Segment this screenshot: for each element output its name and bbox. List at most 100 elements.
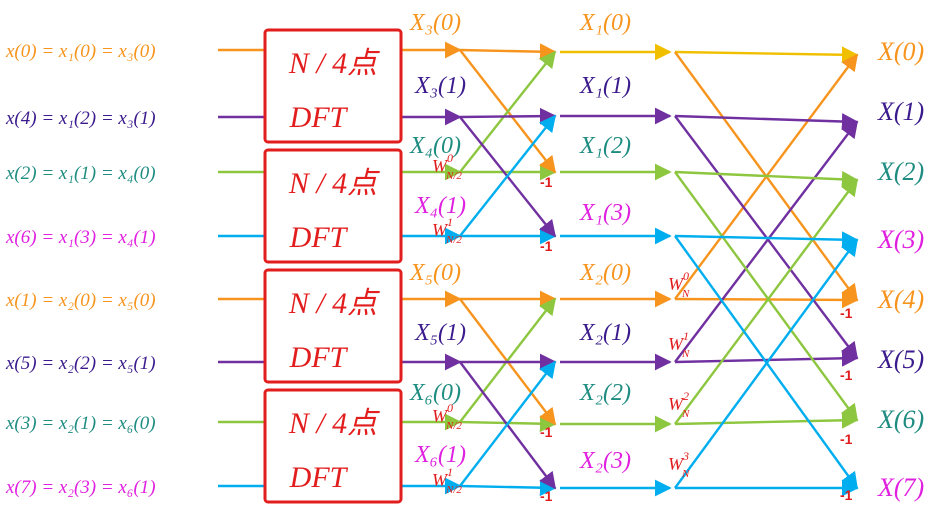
stage2-cross-line xyxy=(674,178,859,425)
twiddle-subscript: N xyxy=(681,408,690,420)
dft-block xyxy=(263,388,403,504)
twiddle-subscript: N xyxy=(681,348,690,360)
stage2-label: X₂(0) xyxy=(579,260,631,286)
output-label: X(5) xyxy=(877,345,924,374)
stage1-straight-line xyxy=(459,479,557,497)
minus-one-label: -1 xyxy=(840,305,853,321)
stage1-label: X₆(1) xyxy=(414,442,466,468)
minus-one-label: -1 xyxy=(540,424,553,440)
dft-block-subtitle: DFT xyxy=(289,101,349,134)
dft-block-title: N / 4点 xyxy=(288,47,380,80)
stage2-label: X₁(3) xyxy=(579,200,631,226)
stage2-cross-line xyxy=(674,171,858,422)
twiddle-exponent: 1 xyxy=(447,465,453,479)
twiddle-subscript: N/2 xyxy=(445,170,462,182)
minus-one-label: -1 xyxy=(540,174,553,190)
minus-one-label: -1 xyxy=(540,238,553,254)
twiddle-exponent: 0 xyxy=(447,151,453,165)
stage2-label: X₂(1) xyxy=(579,320,631,346)
stage2-straight-line xyxy=(674,46,859,64)
stage2-straight-line xyxy=(674,170,859,188)
output-label: X(2) xyxy=(877,157,924,186)
stage1-cross-line xyxy=(459,114,557,237)
minus-one-label: -1 xyxy=(540,488,553,504)
stage1-label: X₃(0) xyxy=(409,10,461,36)
stage2-label: X₁(0) xyxy=(579,10,631,36)
input-label: x(2) = x₁(1) = x₄(0) xyxy=(5,163,156,184)
stage2-label: X₂(3) xyxy=(579,448,631,474)
twiddle-exponent: 2 xyxy=(683,389,689,403)
twiddle-base: W xyxy=(432,406,449,426)
dft-block-title: N / 4点 xyxy=(288,167,380,200)
output-label: X(6) xyxy=(877,405,924,434)
dft-block-subtitle: DFT xyxy=(289,221,349,254)
stage2-label: X₂(2) xyxy=(579,380,631,406)
twiddle-base: W xyxy=(668,454,685,474)
stage1-cross-line xyxy=(459,297,557,423)
twiddle-subscript: N/2 xyxy=(445,234,462,246)
twiddle-base: W xyxy=(432,156,449,176)
twiddle-subscript: N/2 xyxy=(445,420,462,432)
output-label: X(4) xyxy=(877,285,924,314)
minus-one-label: -1 xyxy=(840,487,853,503)
stage2-label: X₁(1) xyxy=(579,73,631,99)
stage2-straight-line xyxy=(674,113,859,130)
twiddle-exponent: 1 xyxy=(683,329,689,343)
input-label: x(6) = x₁(3) = x₄(1) xyxy=(5,227,156,248)
input-label: x(3) = x₂(1) = x₆(0) xyxy=(5,413,156,434)
dft-block-subtitle: DFT xyxy=(289,341,349,374)
dft-block-subtitle: DFT xyxy=(289,461,349,494)
stage2-straight-line xyxy=(674,291,859,309)
stage1-label: X₅(1) xyxy=(414,320,466,346)
dft-block xyxy=(263,268,403,384)
stage2-straight-line xyxy=(674,231,859,249)
twiddle-exponent: 3 xyxy=(682,449,689,463)
twiddle-base: W xyxy=(432,220,449,240)
input-label: x(0) = x₁(0) = x₃(0) xyxy=(5,41,156,62)
twiddle-base: W xyxy=(668,334,685,354)
stage1-straight-line xyxy=(459,43,557,61)
minus-one-label: -1 xyxy=(840,367,853,383)
stage1-label: X₃(1) xyxy=(414,73,466,99)
stage1-label: X₅(0) xyxy=(409,260,461,286)
input-label: x(4) = x₁(2) = x₃(1) xyxy=(5,108,156,129)
twiddle-base: W xyxy=(668,274,685,294)
output-label: X(3) xyxy=(877,225,924,254)
minus-one-label: -1 xyxy=(840,431,853,447)
dft-block-title: N / 4点 xyxy=(288,287,380,320)
output-label: X(1) xyxy=(877,97,924,126)
stage1-straight-line xyxy=(459,107,557,125)
twiddle-subscript: N xyxy=(681,288,690,300)
twiddle-subscript: N xyxy=(681,468,690,480)
stage2-straight-line xyxy=(674,411,859,429)
twiddle-exponent: 0 xyxy=(447,401,453,415)
stage1-label: X₆(0) xyxy=(409,380,461,406)
input-label: x(5) = x₂(2) = x₅(1) xyxy=(5,353,156,374)
twiddle-base: W xyxy=(668,394,685,414)
stage1-label: X₄(1) xyxy=(414,193,466,219)
stage1-cross-line xyxy=(459,360,557,487)
twiddle-base: W xyxy=(432,470,449,490)
twiddle-exponent: 1 xyxy=(447,215,453,229)
output-label: X(7) xyxy=(877,473,924,502)
dft-block-title: N / 4点 xyxy=(288,407,380,440)
input-label: x(7) = x₂(3) = x₆(1) xyxy=(5,477,156,498)
input-label: x(1) = x₂(0) = x₅(0) xyxy=(5,290,156,311)
stage2-cross-line xyxy=(674,238,858,489)
output-label: X(0) xyxy=(877,37,924,66)
twiddle-exponent: 0 xyxy=(683,269,689,283)
twiddle-subscript: N/2 xyxy=(445,484,462,496)
dft-block xyxy=(263,28,403,144)
stage2-cross-line xyxy=(674,120,859,363)
dft-block xyxy=(263,148,403,264)
stage2-label: X₁(2) xyxy=(579,133,631,159)
